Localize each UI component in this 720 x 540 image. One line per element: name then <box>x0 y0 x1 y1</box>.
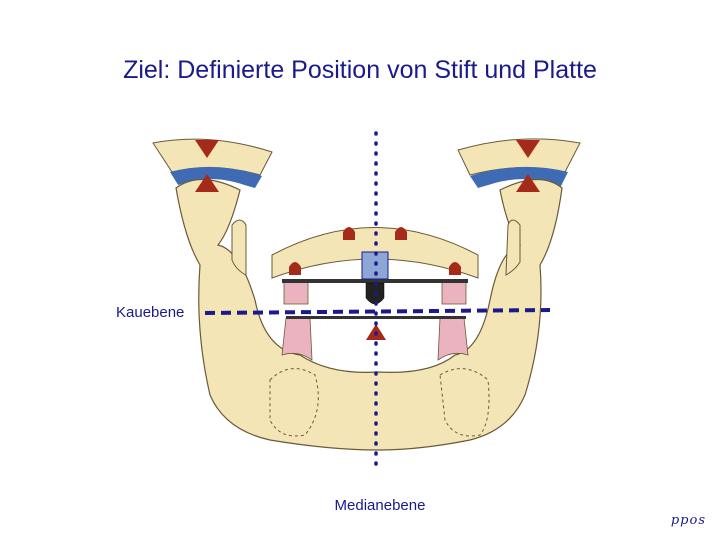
marker-condyle-left-up <box>195 174 219 192</box>
marker-upper-left-down <box>195 140 219 158</box>
pin-bar <box>282 279 468 283</box>
upper-left-fossa <box>152 138 273 195</box>
mandible <box>175 178 563 451</box>
plate <box>286 316 466 319</box>
marker-condyle-right-up <box>516 174 540 192</box>
marker-upper-right-down <box>516 140 540 158</box>
kauebene-label: Kauebene <box>116 304 185 321</box>
page-title: Ziel: Definierte Position von Stift und … <box>123 56 597 84</box>
ppos-logo: ppos <box>670 513 706 528</box>
medianebene-label: Medianebene <box>334 497 426 514</box>
kauebene-line <box>204 308 551 315</box>
